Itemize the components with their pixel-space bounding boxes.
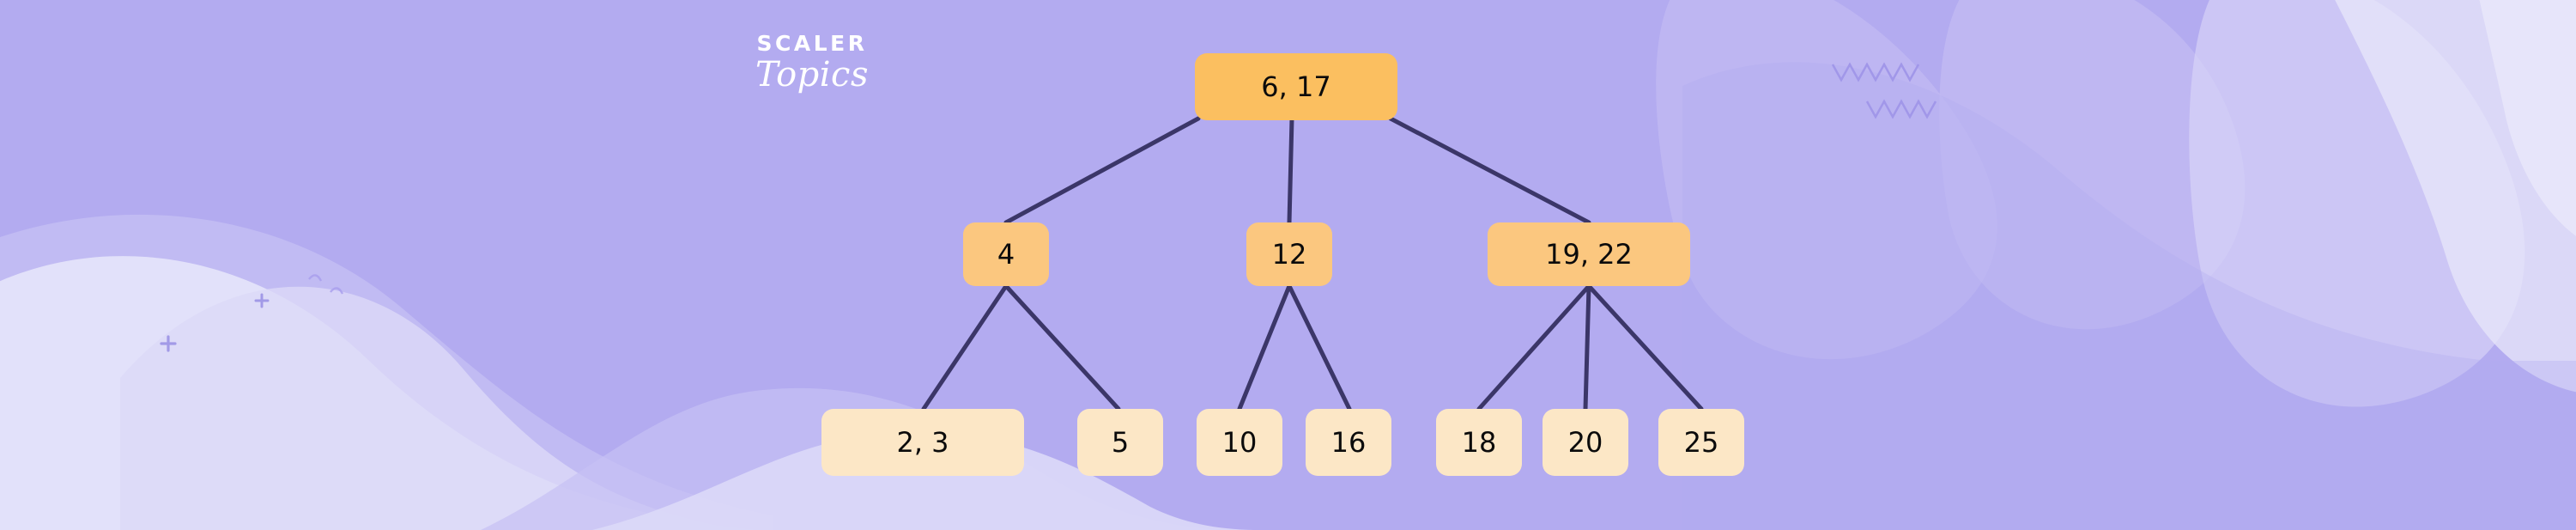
squiggle-icon-1 [1831, 62, 1920, 82]
sparkle-icon-4 [330, 287, 344, 295]
tree-node-n9: 20 [1543, 409, 1628, 476]
tree-node-label: 4 [997, 238, 1015, 271]
decor-blob-right-2 [1939, 0, 2246, 330]
tree-node-label: 20 [1567, 426, 1603, 459]
tree-edge-n1-n5 [1003, 283, 1121, 411]
tree-node-label: 18 [1461, 426, 1497, 459]
tree-node-n5: 5 [1077, 409, 1163, 476]
tree-node-label: 12 [1271, 238, 1307, 271]
tree-edge-n1-n4 [921, 283, 1009, 411]
tree-node-label: 25 [1683, 426, 1719, 459]
tree-node-label: 10 [1221, 426, 1258, 459]
tree-edge-n3-n8 [1476, 283, 1591, 411]
tree-edge-n0-n3 [1388, 116, 1591, 225]
tree-node-n4: 2, 3 [821, 409, 1024, 476]
tree-node-label: 5 [1111, 426, 1130, 459]
tree-node-label: 6, 17 [1261, 70, 1331, 103]
decor-blob-left-3 [120, 286, 738, 530]
tree-node-n2: 12 [1246, 222, 1332, 286]
tree-node-n6: 10 [1197, 409, 1282, 476]
tree-edge-n2-n6 [1237, 283, 1292, 411]
decor-blob-right-1 [1656, 0, 1997, 360]
tree-node-label: 16 [1330, 426, 1367, 459]
tree-node-n0: 6, 17 [1195, 53, 1397, 120]
sparkle-icon-1 [160, 335, 177, 352]
tree-node-n3: 19, 22 [1488, 222, 1690, 286]
sparkle-icon-3 [308, 274, 323, 282]
scaler-topics-logo: SCALER Topics [743, 33, 881, 110]
tree-edge-n0-n2 [1287, 116, 1294, 225]
logo-wordmark-top: SCALER [756, 31, 868, 56]
tree-node-n10: 25 [1658, 409, 1744, 476]
tree-node-label: 2, 3 [896, 426, 949, 459]
tree-node-n7: 16 [1306, 409, 1391, 476]
tree-node-n1: 4 [963, 222, 1049, 286]
tree-edge-n3-n10 [1586, 283, 1704, 411]
decor-blob-right-6 [1682, 62, 2576, 530]
tree-edge-n0-n1 [1003, 116, 1201, 225]
tree-edge-n3-n9 [1583, 283, 1591, 411]
squiggle-icon-2 [1865, 99, 1937, 119]
tree-edge-n2-n7 [1287, 283, 1352, 411]
tree-node-n8: 18 [1436, 409, 1522, 476]
tree-node-label: 19, 22 [1545, 238, 1633, 271]
decor-blob-left-5 [592, 430, 1253, 530]
decor-blob-right-5 [2479, 0, 2576, 236]
sparkle-icon-2 [254, 293, 270, 308]
logo-wordmark-bottom: Topics [755, 55, 869, 94]
